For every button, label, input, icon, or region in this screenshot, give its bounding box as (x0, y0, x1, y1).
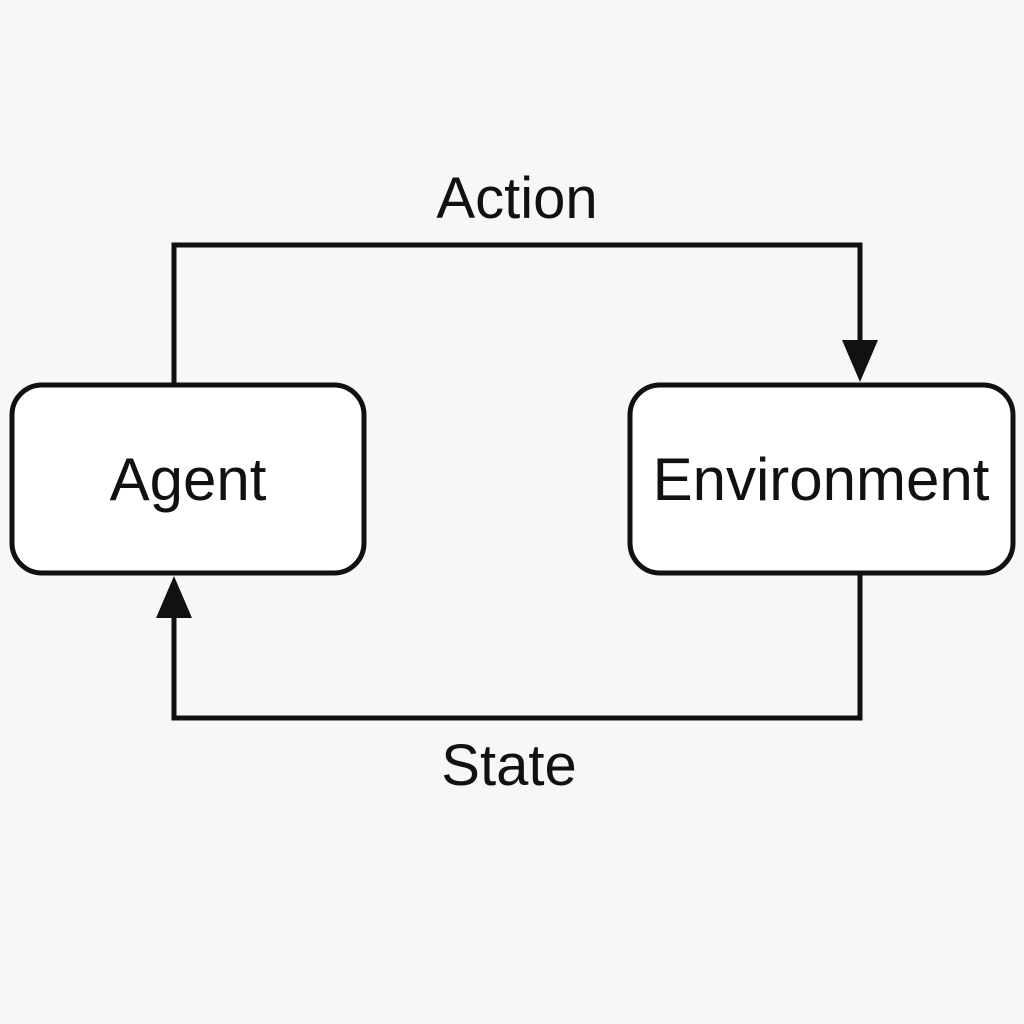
action-arrowhead (842, 340, 878, 382)
action-edge-line (171, 242, 863, 385)
environment-node: Environment (627, 382, 1016, 576)
environment-label: Environment (653, 446, 990, 513)
state-arrowhead (156, 576, 192, 618)
state-edge-line (171, 573, 863, 721)
action-label: Action (436, 166, 597, 231)
agent-node: Agent (9, 382, 367, 576)
agent-box (9, 382, 367, 576)
environment-box (627, 382, 1016, 576)
state-label: State (441, 733, 576, 798)
agent-label: Agent (110, 446, 267, 513)
